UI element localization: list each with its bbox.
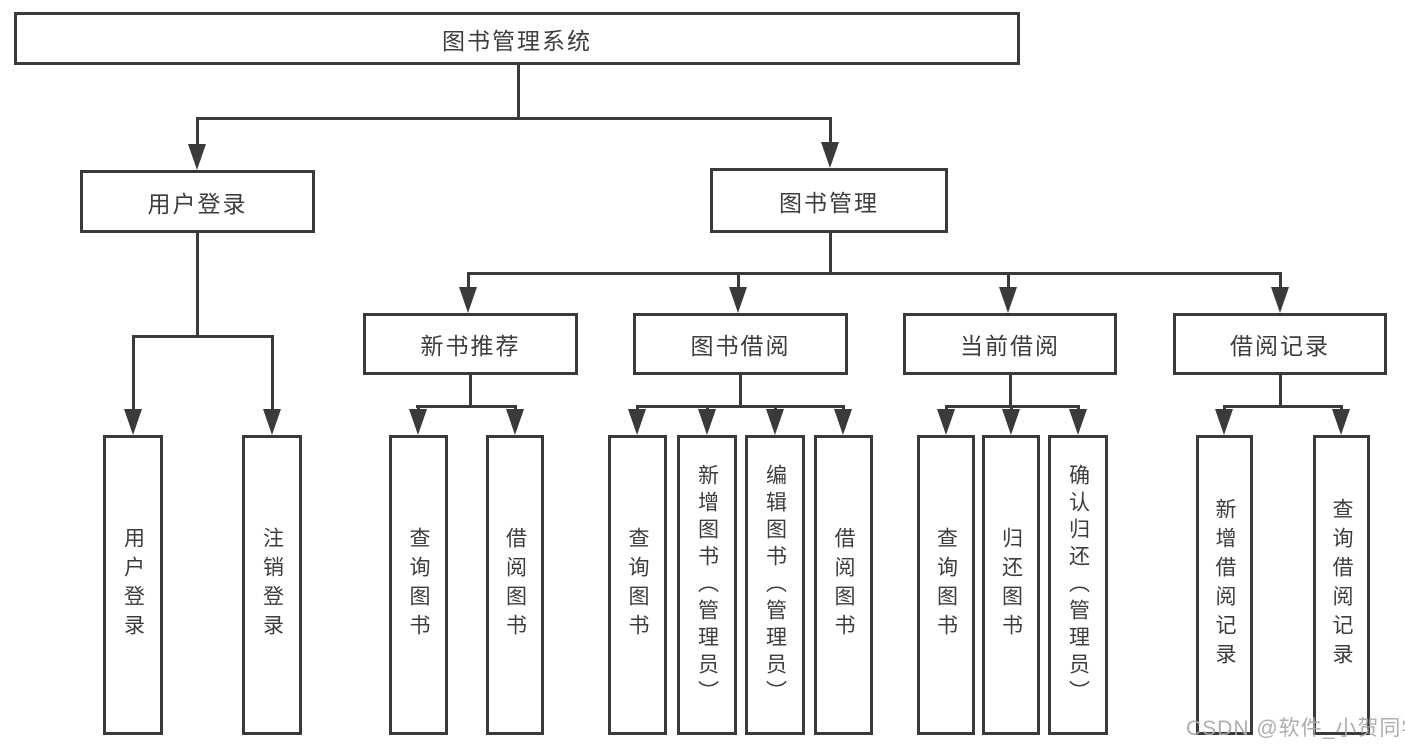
connector-book-borrow-arrow-stem <box>737 272 740 287</box>
arrowhead-bb-query <box>628 409 646 435</box>
node-cb-query-book: 查询图书 <box>917 435 975 735</box>
node-cb-return-book-label: 归还图书 <box>999 527 1023 643</box>
node-book-mgmt-label: 图书管理 <box>779 189 879 216</box>
connector-new-book-rec-arrow-stem <box>467 272 470 287</box>
node-borrow-record-label: 借阅记录 <box>1230 333 1330 359</box>
arrowhead-new-book-rec <box>459 287 477 313</box>
node-leaf-logout: 注销登录 <box>242 435 302 735</box>
arrowhead-cb-confirm <box>1069 409 1087 435</box>
node-book-borrow: 图书借阅 <box>633 313 848 375</box>
arrowhead-cb-query <box>937 409 955 435</box>
csdn-watermark: CSDN @软件_小贺同学 <box>1186 717 1405 740</box>
connector-bb-group-bar <box>636 405 845 408</box>
arrowhead-br-add <box>1215 409 1233 435</box>
connector-current-borrow-arrow-stem <box>1007 272 1010 287</box>
connector-leaf-user-login-stem <box>132 335 135 409</box>
connector-bb-query-stem <box>636 405 639 411</box>
connector-leaf-logout-stem <box>271 335 274 409</box>
connector-level1-bar <box>196 117 832 120</box>
node-current-borrow-label: 当前借阅 <box>960 333 1060 359</box>
node-bb-edit-book: 编辑图书（管理员） <box>745 435 805 735</box>
node-bb-edit-book-label: 编辑图书（管理员） <box>763 463 787 707</box>
connector-cb-group-stem <box>1009 375 1012 405</box>
node-book-mgmt: 图书管理 <box>710 168 948 233</box>
node-leaf-user-login: 用户登录 <box>103 435 163 735</box>
node-cb-confirm-return: 确认归还（管理员） <box>1048 435 1108 735</box>
node-cb-confirm-return-label: 确认归还（管理员） <box>1066 463 1090 707</box>
node-br-query-record: 查询借阅记录 <box>1313 435 1370 735</box>
connector-borrow-record-arrow-stem <box>1279 272 1282 287</box>
node-bb-add-book-label: 新增图书（管理员） <box>695 463 719 707</box>
node-rec-borrow-book-label: 借阅图书 <box>503 527 527 643</box>
connector-br-group-stem <box>1279 375 1282 405</box>
node-br-query-record-label: 查询借阅记录 <box>1330 498 1353 672</box>
node-cb-query-book-label: 查询图书 <box>934 527 958 643</box>
node-user-login: 用户登录 <box>80 170 315 233</box>
arrowhead-leaf-logout <box>263 409 281 435</box>
node-rec-borrow-book: 借阅图书 <box>486 435 544 735</box>
node-rec-query-book-label: 查询图书 <box>407 527 430 643</box>
node-rec-query-book: 查询图书 <box>389 435 448 735</box>
node-bb-borrow-book: 借阅图书 <box>814 435 873 735</box>
node-user-login-label: 用户登录 <box>147 190 248 217</box>
node-current-borrow: 当前借阅 <box>903 313 1117 375</box>
node-leaf-user-login-label: 用户登录 <box>121 527 145 643</box>
node-root-label: 图书管理系统 <box>442 27 592 54</box>
connector-book-mgmt-arrow-stem <box>829 117 832 142</box>
connector-user-login-arrow-stem <box>196 117 199 144</box>
connector-rec-borrow-stem <box>514 405 517 411</box>
node-br-add-record: 新增借阅记录 <box>1196 435 1253 735</box>
arrowhead-book-mgmt <box>821 142 839 168</box>
connector-bb-borrow-stem <box>842 405 845 411</box>
arrowhead-user-login <box>188 144 206 170</box>
node-borrow-record: 借阅记录 <box>1173 313 1387 375</box>
arrowhead-leaf-user-login <box>124 409 142 435</box>
arrowhead-bb-edit <box>766 409 784 435</box>
connector-cb-confirm-stem <box>1077 405 1080 411</box>
arrowhead-bb-borrow <box>834 409 852 435</box>
connector-user-login-stem <box>196 233 199 335</box>
connector-book-mgmt-stem <box>829 233 832 272</box>
connector-bb-edit-stem <box>774 405 777 411</box>
node-bb-query-book-label: 查询图书 <box>626 527 649 643</box>
connector-bb-group-stem <box>739 375 742 405</box>
node-leaf-logout-label: 注销登录 <box>260 527 284 643</box>
connector-root-stem <box>517 65 520 117</box>
node-cb-return-book: 归还图书 <box>982 435 1040 735</box>
arrowhead-br-query <box>1332 409 1350 435</box>
arrowhead-book-borrow <box>729 287 747 313</box>
connector-rec-query-stem <box>417 405 420 411</box>
connector-cb-return-stem <box>1010 405 1013 411</box>
connector-cb-query-stem <box>945 405 948 411</box>
node-new-book-rec: 新书推荐 <box>363 313 578 375</box>
connector-br-add-stem <box>1223 405 1226 411</box>
connector-bb-add-stem <box>706 405 709 411</box>
node-book-borrow-label: 图书借阅 <box>690 333 791 359</box>
connector-br-group-bar <box>1223 405 1343 408</box>
arrowhead-current-borrow <box>999 287 1017 313</box>
arrowhead-rec-borrow <box>506 409 524 435</box>
node-bb-add-book: 新增图书（管理员） <box>677 435 737 735</box>
connector-user-login-bar <box>132 335 274 338</box>
connector-br-query-stem <box>1340 405 1343 411</box>
connector-rec-group-stem <box>469 375 472 405</box>
arrowhead-rec-query <box>409 409 427 435</box>
arrowhead-borrow-record <box>1271 287 1289 313</box>
arrowhead-bb-add <box>698 409 716 435</box>
node-new-book-rec-label: 新书推荐 <box>420 333 521 359</box>
node-bb-borrow-book-label: 借阅图书 <box>832 527 855 643</box>
node-bb-query-book: 查询图书 <box>608 435 667 735</box>
connector-level2-bar <box>467 272 1282 275</box>
arrowhead-cb-return <box>1002 409 1020 435</box>
node-br-add-record-label: 新增借阅记录 <box>1213 498 1236 672</box>
node-root: 图书管理系统 <box>14 12 1020 65</box>
connector-rec-group-bar <box>416 405 515 408</box>
